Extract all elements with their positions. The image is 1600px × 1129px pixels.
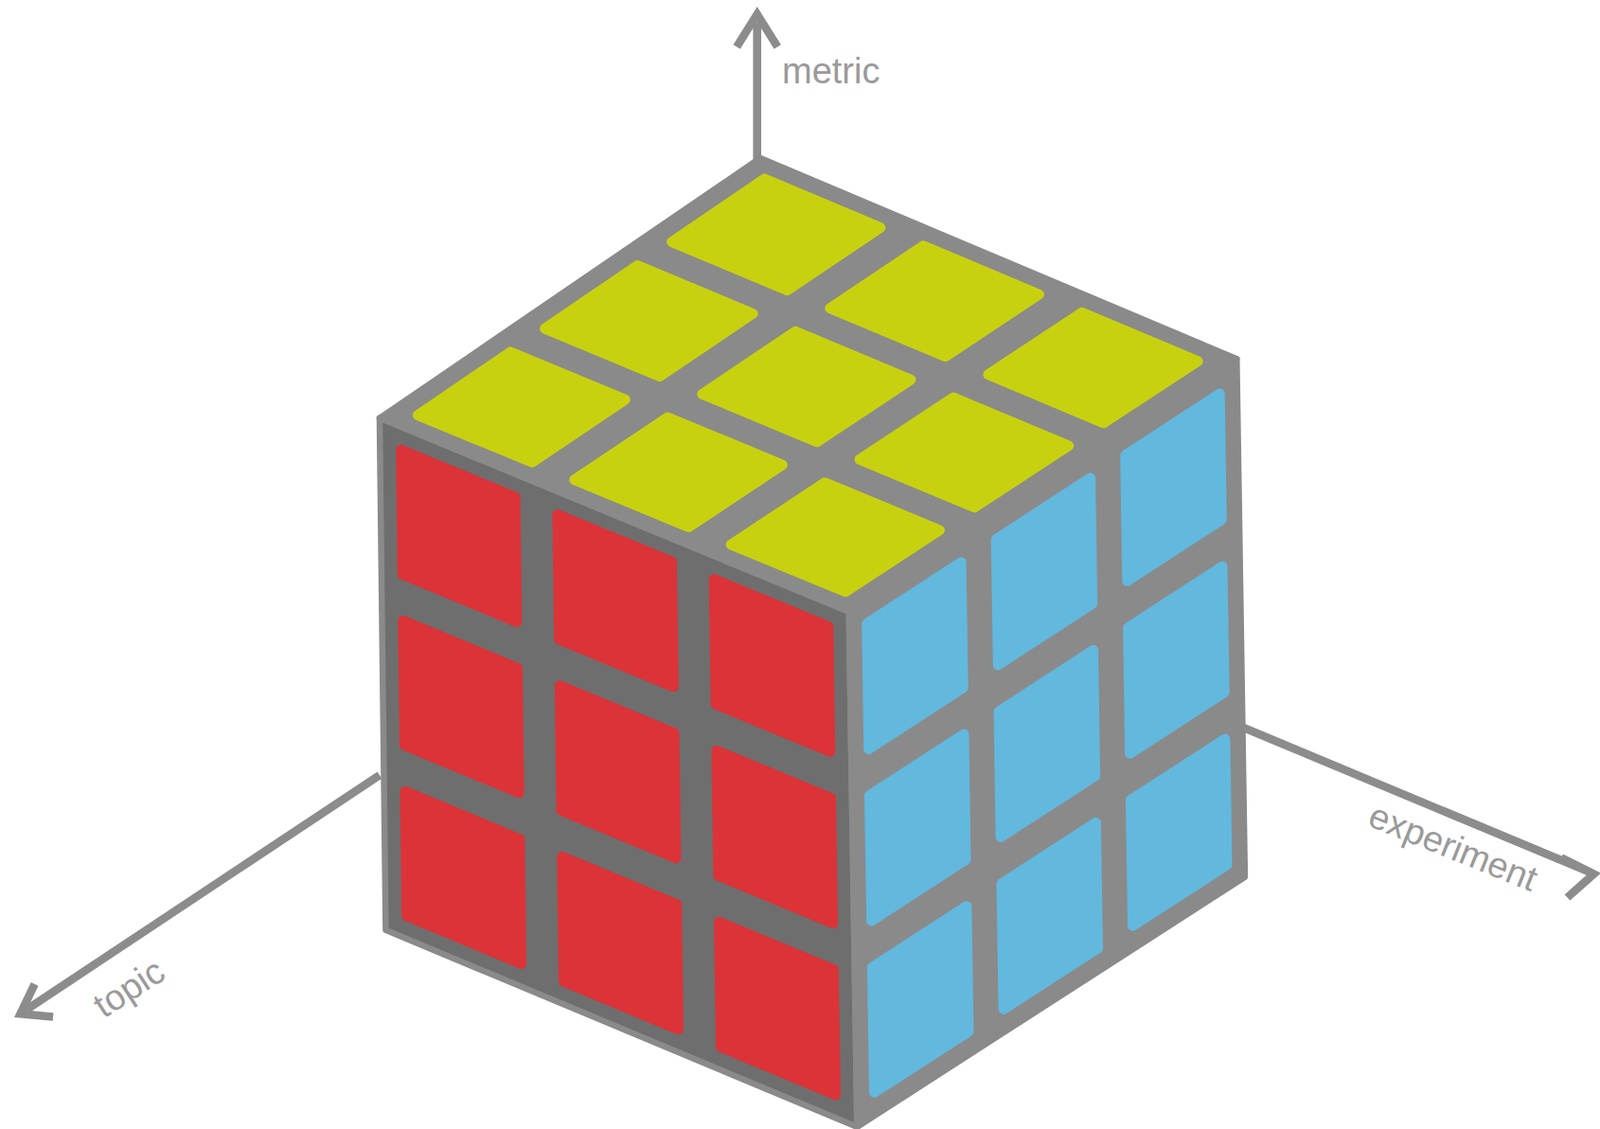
axis-label: metric	[782, 53, 880, 89]
topic-arrowhead	[20, 984, 54, 1017]
cube-sticker	[557, 515, 675, 688]
cube-sticker	[559, 685, 676, 858]
cube-sticker	[544, 265, 753, 376]
metric-arrowhead	[736, 14, 778, 47]
cube-sticker	[716, 750, 834, 925]
experiment-arrowhead	[1561, 857, 1594, 898]
cube-sticker	[401, 449, 517, 623]
cube-sticker	[672, 178, 881, 291]
cube-sticker	[869, 734, 966, 922]
front-face	[379, 418, 857, 1128]
cube-sticker	[995, 478, 1093, 666]
cube-sticker	[562, 856, 679, 1031]
side-face	[849, 358, 1245, 1127]
cube-sticker	[702, 331, 911, 443]
cube-sticker	[1128, 566, 1226, 754]
cube-sticker	[871, 906, 969, 1094]
cube-sticker	[867, 562, 964, 749]
cube-sticker	[1130, 739, 1227, 926]
metric-axis	[752, 22, 762, 164]
cube-sticker	[830, 246, 1040, 357]
cube-sticker	[1001, 822, 1099, 1010]
topic-axis	[26, 775, 380, 1011]
cube-sticker	[405, 791, 522, 964]
cube-sticker	[998, 650, 1096, 837]
cube-sticker	[403, 621, 520, 794]
cube-sticker	[718, 922, 836, 1096]
cube-sticker	[713, 579, 831, 752]
cube-sticker	[1125, 393, 1223, 582]
